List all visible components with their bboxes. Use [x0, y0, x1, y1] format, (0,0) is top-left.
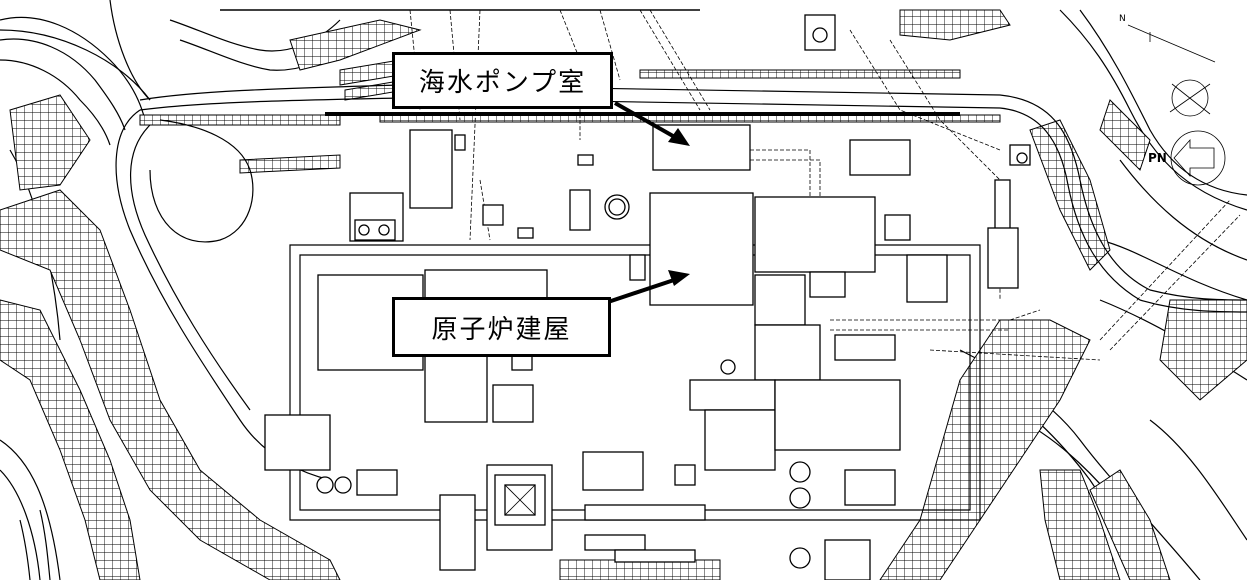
tanks [316, 27, 1028, 569]
buildings [264, 14, 1031, 580]
dashed-lines [409, 9, 1241, 361]
seawater-pump-room-label: 海水ポンプ室 [392, 52, 613, 109]
reactor-building [649, 192, 754, 306]
north-label: N [1119, 14, 1126, 24]
plant-north-arrow-icon [1170, 130, 1226, 186]
cooling-tower-symbol [494, 474, 546, 526]
reactor-building-label: 原子炉建屋 [392, 297, 611, 357]
north-arrow-icon [1127, 24, 1216, 117]
slope-hatching [0, 9, 1247, 580]
plant-north-label: PN [1148, 151, 1167, 165]
callout-arrows [607, 101, 690, 304]
